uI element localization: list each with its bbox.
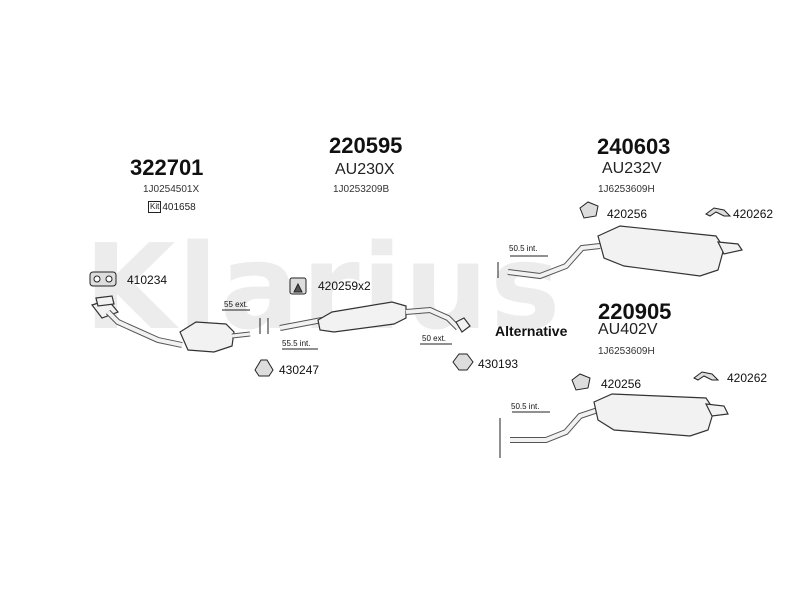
- alternative-label: Alternative: [495, 323, 568, 339]
- gasket-icon: [89, 271, 117, 287]
- dimension-55-ext: 55 ext.: [224, 300, 249, 309]
- oem-number-front: 1J0254501X: [143, 184, 200, 195]
- code-au402v: AU402V: [598, 321, 658, 338]
- clamp-part-number-430193: 430193: [478, 357, 519, 371]
- dimension-50-ext: 50 ext.: [422, 334, 447, 343]
- mount-icon: [289, 277, 307, 295]
- middle-pipe-silencer: [279, 301, 471, 333]
- hanger-part-number-rear: 420262: [733, 207, 774, 221]
- oem-number-rear: 1J6253609H: [598, 184, 655, 195]
- oem-number-alternative: 1J6253609H: [598, 346, 655, 357]
- clamp-icon-430247: [254, 359, 274, 377]
- mount-part-number: 420259x2: [318, 279, 371, 293]
- dimension-alternative: 50.5 int.: [511, 402, 540, 411]
- part-number-220905: 220905: [598, 299, 672, 324]
- part-number-220595: 220595: [329, 133, 403, 158]
- hanger-icon-420262-top: [705, 207, 732, 217]
- rear-silencer: [507, 225, 743, 280]
- kit-number: 401658: [162, 201, 196, 213]
- hanger-part-number-alternative: 420262: [727, 371, 768, 385]
- clamp-part-number-430247: 430247: [279, 363, 320, 377]
- part-number-322701: 322701: [130, 155, 204, 180]
- front-pipe-catalyst: [90, 295, 251, 353]
- clamp-icon-420256-alt: [571, 373, 591, 391]
- code-au232v: AU232V: [602, 160, 662, 177]
- clamp-part-number-rear: 420256: [607, 207, 648, 221]
- oem-number-middle: 1J0253209B: [333, 184, 390, 195]
- kit-label: Kit 401658: [148, 201, 196, 213]
- kit-badge: Kit: [148, 201, 162, 213]
- clamp-part-number-alternative: 420256: [601, 377, 642, 391]
- part-number-240603: 240603: [597, 134, 671, 159]
- hanger-icon-420262-alt: [693, 371, 720, 381]
- dimension-rear: 50.5 int.: [509, 244, 538, 253]
- code-au230x: AU230X: [335, 161, 395, 178]
- gasket-part-number: 410234: [127, 273, 168, 287]
- alternative-silencer: [510, 393, 729, 443]
- clamp-icon-420256-top: [579, 201, 599, 219]
- clamp-icon-430193: [452, 353, 474, 371]
- dimension-55-5-int: 55.5 int.: [282, 339, 311, 348]
